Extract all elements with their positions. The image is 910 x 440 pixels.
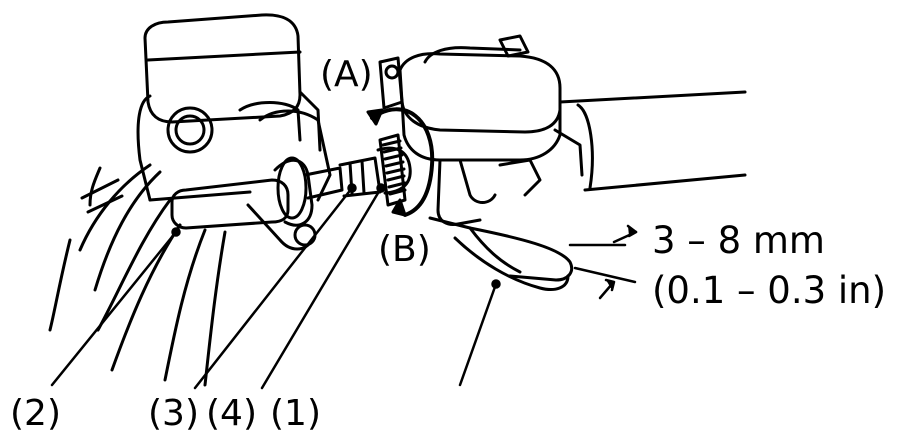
label-4: (4): [206, 393, 257, 434]
label-2: (2): [10, 393, 61, 434]
label-b: (B): [378, 229, 431, 270]
leader-lines: [50, 183, 501, 390]
clutch-lever: [428, 216, 574, 291]
cable-adjuster: [303, 133, 412, 207]
cable-boot: [170, 156, 314, 230]
label-a: (A): [320, 54, 373, 95]
cable-bundle: [48, 163, 227, 387]
switch-housing: [378, 34, 584, 226]
handlebar: [558, 90, 747, 192]
free-play-metric: 3 – 8 mm: [652, 219, 825, 262]
label-1: (1): [270, 393, 321, 434]
free-play-dimension: [568, 224, 638, 300]
free-play-imperial: (0.1 – 0.3 in): [652, 269, 887, 312]
rotation-arrows: [366, 107, 435, 217]
master-cylinder-reservoir: [136, 13, 322, 202]
label-3: (3): [148, 393, 199, 434]
